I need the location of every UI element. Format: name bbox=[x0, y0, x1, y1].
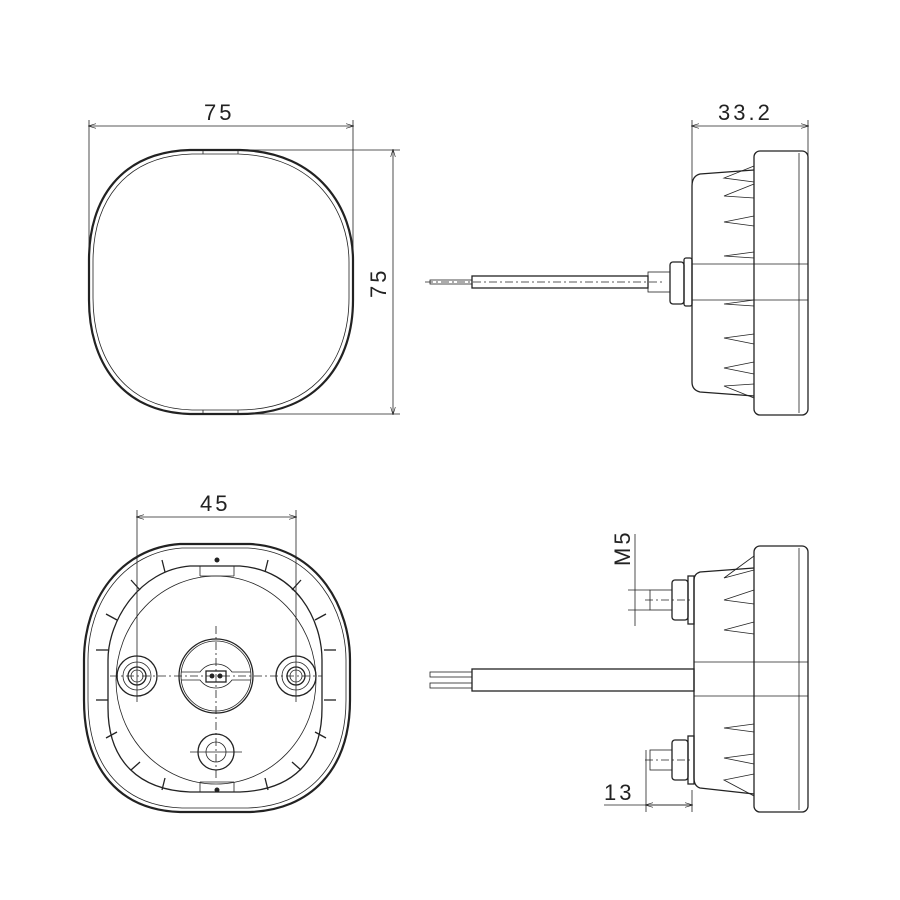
stud-length-dimension: 13 bbox=[604, 780, 634, 805]
side-view-studs: M5 13 bbox=[429, 529, 809, 813]
stud-spacing-dimension: 45 bbox=[200, 491, 230, 516]
thread-dimension: M5 bbox=[610, 529, 635, 566]
front-view: 75 75 bbox=[87, 100, 400, 416]
front-height-dimension: 75 bbox=[366, 268, 391, 298]
rear-view: 45 bbox=[82, 491, 352, 814]
side-view-cable: 33.2 bbox=[425, 100, 808, 416]
depth-dimension: 33.2 bbox=[718, 100, 773, 125]
front-width-dimension: 75 bbox=[204, 100, 234, 125]
